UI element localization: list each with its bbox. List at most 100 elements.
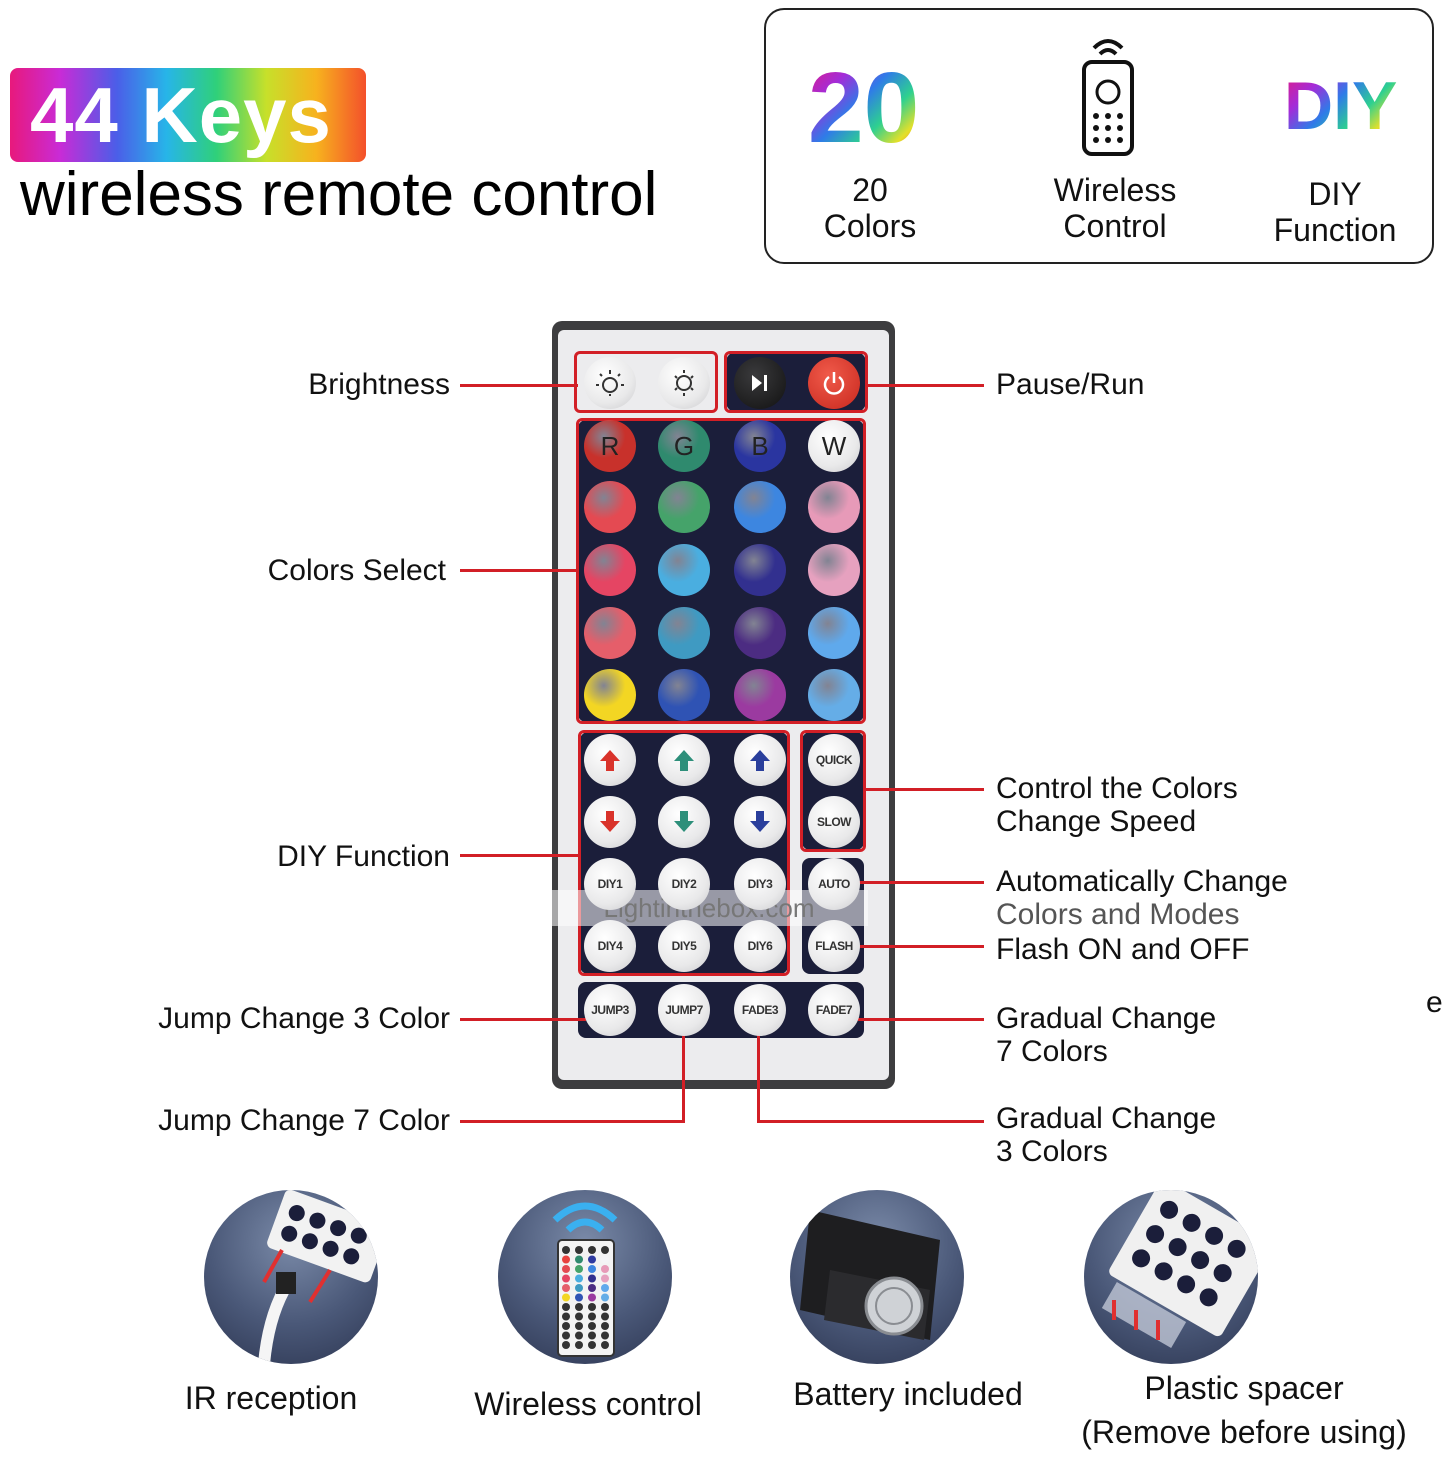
color-swatch-button[interactable] (734, 481, 786, 533)
mini-remote-dot (588, 1255, 596, 1264)
color-swatch-button[interactable] (734, 544, 786, 596)
power-button[interactable] (808, 357, 860, 409)
diy-button[interactable]: DIY1 (584, 858, 636, 910)
color-button-b[interactable]: B (734, 420, 786, 472)
slow-button-label: SLOW (817, 815, 852, 829)
color-swatch-button[interactable] (734, 669, 786, 721)
color-swatch-button[interactable] (734, 607, 786, 659)
twenty-colors-logo: 20 (808, 52, 920, 164)
callout-jump3: Jump Change 3 Color (158, 1002, 450, 1035)
mini-remote-dot (588, 1331, 596, 1340)
mini-remote-dot (588, 1246, 596, 1254)
diy-button[interactable]: DIY2 (658, 858, 710, 910)
arrow-up-button[interactable] (658, 734, 710, 786)
diy-button[interactable]: DIY6 (734, 920, 786, 972)
mini-remote-dot (575, 1246, 583, 1254)
leader-jump3 (460, 1018, 586, 1021)
mini-remote-dot (562, 1265, 570, 1273)
flash-button[interactable]: FLASH (808, 920, 860, 972)
leader-diy (460, 854, 580, 857)
mini-remote-dot (588, 1274, 596, 1283)
diy-button[interactable]: DIY3 (734, 858, 786, 910)
color-button-w[interactable]: W (808, 420, 860, 472)
color-swatch-button[interactable] (584, 544, 636, 596)
mini-remote-dot (588, 1265, 596, 1273)
brightness-up-icon (596, 370, 624, 396)
color-swatch-button[interactable] (658, 481, 710, 533)
color-button-r[interactable]: R (584, 420, 636, 472)
color-swatch-button[interactable] (658, 544, 710, 596)
mini-remote-dot (601, 1293, 609, 1302)
fade7-button-label: FADE7 (815, 1003, 853, 1017)
color-button-w-label: W (821, 430, 847, 461)
brightness-up-button[interactable] (584, 357, 636, 409)
slow-button[interactable]: SLOW (808, 796, 860, 848)
mini-remote-dot (562, 1293, 570, 1302)
arrow-up-button[interactable] (584, 734, 636, 786)
arrow-down-button[interactable] (734, 796, 786, 848)
color-button-r-label: R (600, 430, 620, 461)
callout-jump7: Jump Change 7 Color (158, 1104, 450, 1137)
mini-remote-dot (562, 1246, 570, 1254)
leader-brightness (460, 384, 578, 387)
callout-brightness: Brightness (308, 368, 450, 401)
mini-remote-dot (575, 1293, 583, 1302)
color-swatch-button[interactable] (584, 481, 636, 533)
speed-highlight (800, 730, 866, 852)
quick-button[interactable]: QUICK (808, 734, 860, 786)
bottom-label-spacer: Plastic spacer (Remove before using) (1081, 1370, 1407, 1450)
leader-colors (460, 569, 578, 572)
play-pause-button[interactable] (734, 357, 786, 409)
arrow-down-button[interactable] (658, 796, 710, 848)
mini-remote-dot (575, 1274, 583, 1283)
color-swatch-button[interactable] (808, 669, 860, 721)
mini-remote-dot (575, 1255, 583, 1264)
fade3-button-label: FADE3 (741, 1003, 779, 1017)
mini-remote-dot (575, 1341, 583, 1349)
color-swatch-button[interactable] (658, 669, 710, 721)
mini-remote-dot (562, 1255, 570, 1264)
mini-remote-dot (562, 1331, 570, 1340)
bottom-label-wireless: Wireless control (474, 1386, 702, 1422)
arrow-down-button[interactable] (584, 796, 636, 848)
arrow-down-icon (600, 811, 620, 832)
mini-remote-dot (562, 1322, 570, 1330)
brightness-down-button[interactable] (658, 357, 710, 409)
jump3-button[interactable]: JUMP3 (584, 984, 636, 1036)
color-swatch-button[interactable] (658, 607, 710, 659)
mini-remote-dot (575, 1265, 583, 1273)
diy-button-label: DIY5 (671, 939, 697, 953)
diy-button[interactable]: DIY5 (658, 920, 710, 972)
mini-remote-dot (562, 1303, 570, 1311)
color-button-b-label: B (751, 430, 769, 461)
diy-highlight (578, 730, 790, 976)
color-swatch-button[interactable] (584, 669, 636, 721)
arrow-up-button[interactable] (734, 734, 786, 786)
mini-remote-dot (601, 1255, 609, 1264)
auto-button[interactable]: AUTO (808, 858, 860, 910)
mini-remote-dot (601, 1246, 609, 1254)
pause-run-highlight (724, 351, 868, 413)
mini-remote-dot (575, 1331, 583, 1340)
fade7-button[interactable]: FADE7 (808, 984, 860, 1036)
leader-fade3-vertical (757, 1030, 760, 1122)
jump3-button-label: JUMP3 (591, 1003, 629, 1017)
color-swatch-button[interactable] (808, 607, 860, 659)
ir-reception-icon (204, 1190, 378, 1364)
jump7-button[interactable]: JUMP7 (658, 984, 710, 1036)
color-swatch-button[interactable] (584, 607, 636, 659)
color-swatch-button[interactable] (808, 481, 860, 533)
color-button-g[interactable]: G (658, 420, 710, 472)
fade3-button[interactable]: FADE3 (734, 984, 786, 1036)
plastic-spacer-icon (1084, 1190, 1258, 1364)
keys-title: 44 Keys (30, 71, 332, 159)
mini-remote-dot (588, 1303, 596, 1311)
remote-wifi-icon (1078, 34, 1138, 158)
diy-button[interactable]: DIY4 (584, 920, 636, 972)
color-swatch-button[interactable] (808, 544, 860, 596)
diy-button-label: DIY4 (597, 939, 623, 953)
arrow-up-icon (674, 750, 694, 771)
play-pause-icon (752, 375, 767, 391)
arrow-up-icon (600, 750, 620, 771)
